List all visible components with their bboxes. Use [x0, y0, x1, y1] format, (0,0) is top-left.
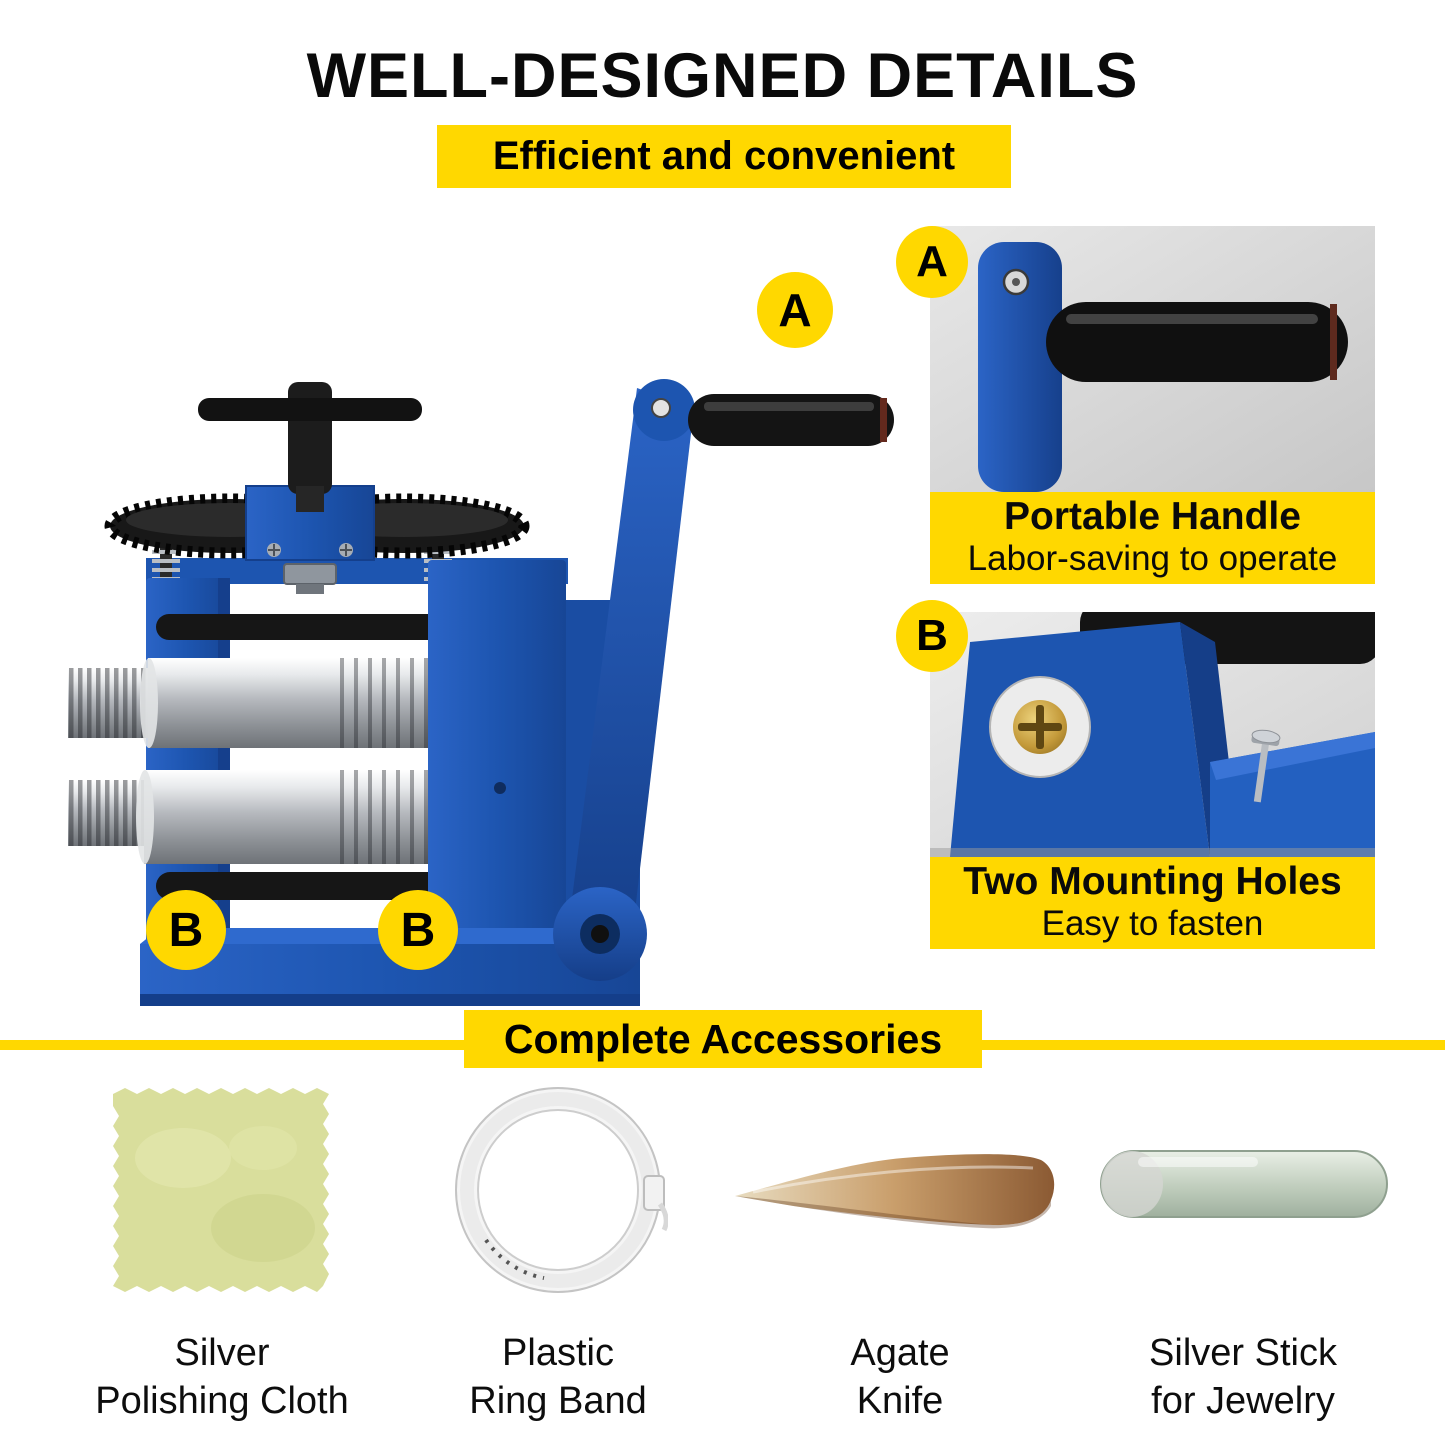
agate-knife-icon: [733, 1146, 1063, 1238]
rolling-mill-illustration: [60, 368, 900, 1018]
polishing-cloth-label-line1: Silver: [174, 1332, 270, 1374]
ring-band-icon: [448, 1080, 668, 1300]
agate-knife-label-line2: Knife: [856, 1379, 944, 1422]
page-title: WELL-DESIGNED DETAILS: [306, 41, 1139, 111]
feature-a-label: Portable Handle Labor-saving to operate: [930, 492, 1375, 585]
polishing-cloth-label-line2: Polishing Cloth: [95, 1379, 349, 1422]
callout-b-badge-right: B: [378, 890, 458, 970]
ring-band-label-line2: Ring Band: [469, 1379, 647, 1422]
feature-a-badge: A: [896, 226, 968, 298]
callout-b-badge-left: B: [146, 890, 226, 970]
callout-a-badge: A: [757, 272, 833, 348]
agate-knife-label-line1: Agate: [850, 1332, 950, 1374]
agate-knife-label: Agate Knife: [740, 1330, 1060, 1425]
feature-b-desc: Easy to fasten: [1041, 903, 1264, 943]
mounting-holes-photo: [930, 612, 1375, 857]
silver-stick-icon: [1098, 1143, 1390, 1225]
mounting-holes-graphic: [930, 612, 1375, 857]
ring-band-label: Plastic Ring Band: [398, 1330, 718, 1425]
rolling-mill-graphic: [68, 379, 894, 1006]
portable-handle-photo: [930, 226, 1375, 492]
ring-band-label-line1: Plastic: [502, 1332, 614, 1374]
feature-b-title: Two Mounting Holes: [963, 860, 1342, 903]
silver-stick-label-line2: for Jewelry: [1151, 1379, 1335, 1422]
polishing-cloth-label: Silver Polishing Cloth: [57, 1330, 387, 1425]
polishing-cloth-icon: [113, 1088, 329, 1292]
accessories-banner: Complete Accessories: [464, 1010, 982, 1068]
feature-b-badge: B: [896, 600, 968, 672]
feature-b-label: Two Mounting Holes Easy to fasten: [930, 857, 1375, 950]
subtitle-banner: Efficient and convenient: [437, 125, 1011, 188]
feature-a-title: Portable Handle: [1004, 495, 1301, 538]
feature-a-desc: Labor-saving to operate: [967, 538, 1338, 578]
portable-handle-graphic: [930, 226, 1375, 492]
silver-stick-label-line1: Silver Stick: [1149, 1332, 1337, 1374]
silver-stick-label: Silver Stick for Jewelry: [1078, 1330, 1408, 1425]
